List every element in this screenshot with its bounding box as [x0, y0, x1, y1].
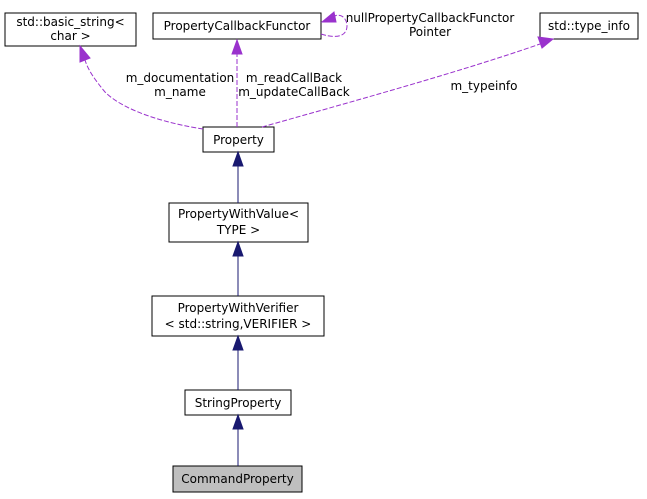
- node-command-property-label: CommandProperty: [181, 472, 293, 486]
- edge-label-read-callback: m_readCallBack: [246, 71, 342, 85]
- node-property-with-verifier[interactable]: PropertyWithVerifier < std::string,VERIF…: [151, 295, 325, 337]
- edge-property-with-verifier-to-property-with-value: [232, 240, 244, 296]
- edge-label-update-callback: m_updateCallBack: [238, 85, 350, 99]
- edge-property-uses-callback-functor: [231, 38, 243, 127]
- edge-property-uses-basic-string: [79, 44, 204, 130]
- node-basic-string[interactable]: std::basic_string< char >: [4, 12, 137, 47]
- node-property-with-verifier-line1: PropertyWithVerifier: [178, 301, 299, 315]
- edge-label-null-functor: nullPropertyCallbackFunctor: [346, 11, 515, 25]
- node-property-with-value-line1: PropertyWithValue<: [178, 207, 299, 221]
- node-property-with-value-line2: TYPE >: [216, 223, 260, 237]
- node-string-property[interactable]: StringProperty: [184, 389, 292, 416]
- node-property-label: Property: [213, 133, 264, 147]
- edge-label-typeinfo: m_typeinfo: [450, 79, 517, 93]
- edge-label-typeinfo-group: m_typeinfo: [450, 79, 517, 93]
- node-string-property-label: StringProperty: [195, 396, 282, 410]
- edge-label-pointer: Pointer: [409, 25, 451, 39]
- node-property-callback-functor[interactable]: PropertyCallbackFunctor: [152, 12, 322, 40]
- edge-label-self-loop: nullPropertyCallbackFunctor Pointer: [346, 11, 515, 39]
- node-property[interactable]: Property: [202, 126, 275, 153]
- edge-property-uses-type-info: [261, 36, 555, 128]
- edge-label-name: m_name: [154, 85, 206, 99]
- edge-command-property-to-string-property: [232, 413, 244, 466]
- node-basic-string-line1: std::basic_string<: [16, 15, 124, 29]
- node-property-with-value[interactable]: PropertyWithValue< TYPE >: [168, 202, 309, 243]
- edge-property-with-value-to-property: [232, 150, 244, 203]
- node-basic-string-line2: char >: [50, 29, 90, 43]
- node-property-callback-functor-label: PropertyCallbackFunctor: [164, 19, 311, 33]
- edge-label-documentation-name: m_documentation m_name: [126, 71, 235, 99]
- node-property-with-verifier-line2: < std::string,VERIFIER >: [165, 317, 312, 331]
- edge-string-property-to-property-with-verifier: [232, 334, 244, 390]
- node-type-info-label: std::type_info: [548, 19, 630, 33]
- edge-label-callbacks: m_readCallBack m_updateCallBack: [238, 71, 350, 99]
- node-command-property[interactable]: CommandProperty: [172, 465, 303, 493]
- edge-label-documentation: m_documentation: [126, 71, 235, 85]
- edge-callback-functor-self-loop: [320, 11, 348, 37]
- node-type-info[interactable]: std::type_info: [539, 12, 639, 40]
